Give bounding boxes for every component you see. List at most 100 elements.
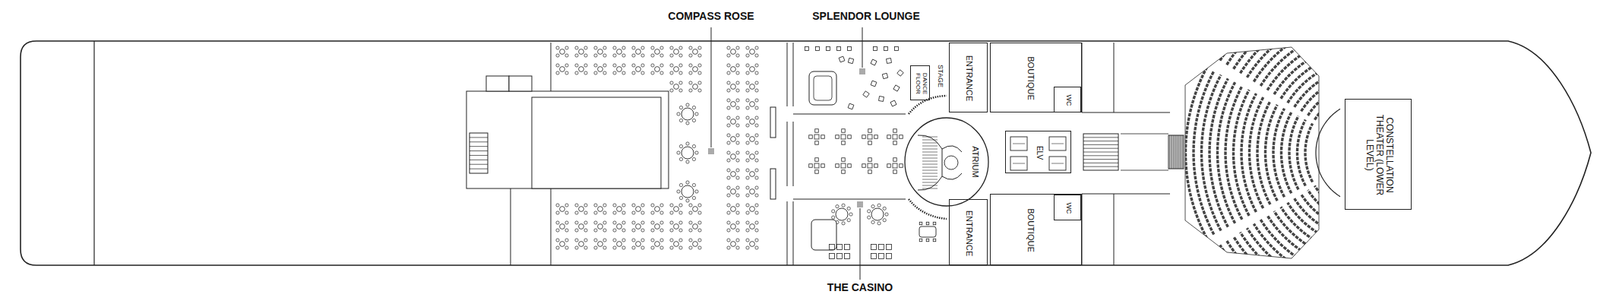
chair [679,203,683,207]
dining-table [556,63,569,75]
slot-machine [886,253,892,260]
table-top [692,206,699,212]
area-callout: THE CASINO [827,281,893,294]
dining-table [575,238,588,250]
chair [613,246,617,250]
chair [575,71,579,75]
seat-row [1220,5,1276,61]
chair [679,211,683,215]
stair-tread [1174,135,1176,169]
slot-machine [871,253,877,260]
stair-tread [922,136,938,138]
chair [755,53,759,57]
stage-front [1315,108,1341,197]
stair-tread [922,139,938,141]
chair [660,71,664,75]
chair [755,81,759,85]
dining-table [670,81,683,92]
leader-line [860,208,861,280]
seat-row [1233,89,1250,216]
wall-line [793,121,794,187]
seat-row [1281,112,1292,194]
chair [727,158,731,162]
chair [755,133,759,137]
table-top [616,241,623,247]
chair [565,203,569,207]
table-top [673,224,680,230]
seat-row [1241,93,1256,212]
leader-line [862,27,864,68]
chair [727,186,731,190]
chair [660,63,664,67]
chair [695,189,699,193]
stair-tread [1083,144,1119,146]
dining-table [651,63,664,75]
table-top [730,66,737,73]
chair [689,88,693,92]
chair [736,71,740,75]
theater-box: CONSTELLATION THEATER (LOWER LEVEL) [1344,98,1412,210]
round-table [676,180,699,203]
chair [603,211,607,215]
table-top [616,224,623,230]
chair [584,53,588,57]
lounge-chair [868,141,873,146]
chair [746,238,750,242]
chair [698,71,702,75]
elevator-lobby: ELV [1005,130,1072,174]
lounge-chair [847,47,852,51]
lounge-chair [893,158,898,162]
chair [686,121,690,125]
lounge-chair [815,158,819,162]
stair-outline [1083,133,1119,171]
chair [565,46,569,50]
chair [622,228,626,232]
table-top [681,185,694,198]
chair [736,63,740,67]
lounge-chair [815,170,819,174]
dining-table [727,46,740,57]
balcony-rail [908,95,947,114]
lounge-chair [887,164,892,168]
lounge-chair [874,135,879,140]
chair [686,103,690,107]
chair [727,176,731,180]
seat-row [1220,244,1276,301]
table-top [681,146,694,159]
chair [686,160,690,164]
wall-line [787,121,788,187]
dining-table [556,221,569,232]
chair [641,221,645,225]
chair [698,53,702,57]
table-top [835,208,848,221]
dining-table [746,81,759,92]
wall-line [510,188,512,266]
chair [584,228,588,232]
chair [871,205,875,209]
chair [594,228,598,232]
chair [632,63,636,67]
chair [746,186,750,190]
chair [603,53,607,57]
chair [594,246,598,250]
table-top [749,241,756,247]
seat-row [1301,86,1327,112]
chair [746,46,750,50]
chair [632,71,636,75]
light-well [531,97,661,189]
wall-line [787,42,788,107]
chair [651,63,655,67]
chair [670,203,674,207]
elevator-door [1051,143,1064,145]
chair [736,88,740,92]
table-top [559,66,566,73]
seat-row [1294,79,1322,108]
leader-line [711,27,712,148]
chair [746,116,750,120]
chair [755,221,759,225]
table-top [681,107,694,121]
lounge-table [841,134,846,140]
chair [679,196,683,200]
table-top [635,66,642,73]
table-top [654,66,661,73]
